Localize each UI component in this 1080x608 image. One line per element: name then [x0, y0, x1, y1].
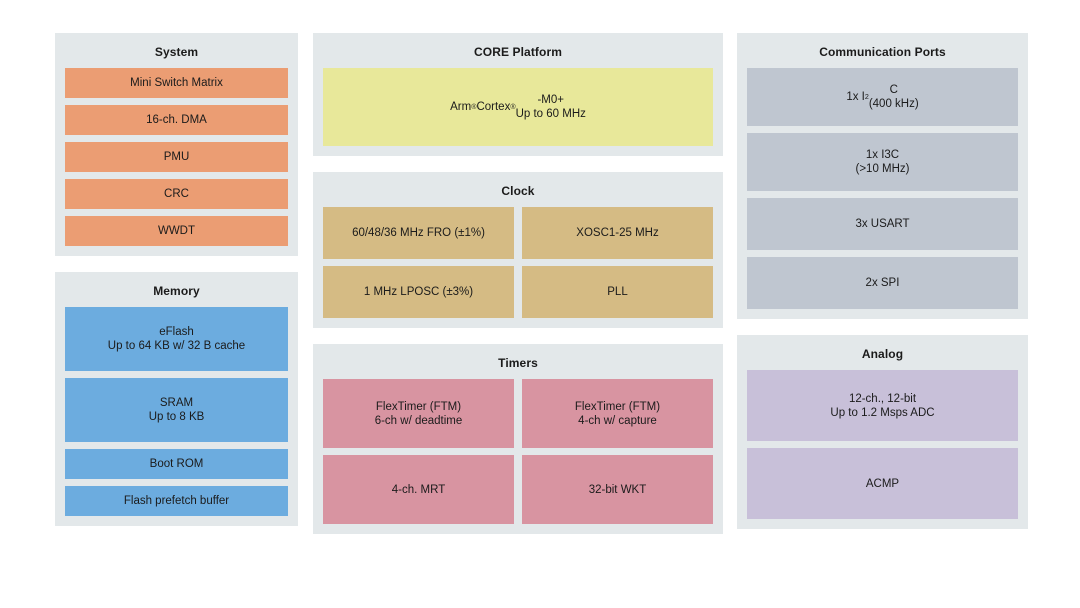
- block-list-core: Arm® Cortex®-M0+Up to 60 MHz: [323, 68, 713, 146]
- block-timers-3: 32-bit WKT: [522, 455, 713, 524]
- block-system-1: 16-ch. DMA: [65, 105, 288, 135]
- panel-title-system: System: [154, 45, 199, 59]
- block-system-4: WWDT: [65, 216, 288, 246]
- block-memory-2: Boot ROM: [65, 449, 288, 479]
- block-comms-3: 2x SPI: [747, 257, 1018, 309]
- panel-title-clock: Clock: [501, 184, 535, 198]
- block-comms-2: 3x USART: [747, 198, 1018, 250]
- panel-title-core: CORE Platform: [474, 45, 562, 59]
- block-core-0: Arm® Cortex®-M0+Up to 60 MHz: [323, 68, 713, 146]
- block-analog-0: 12-ch., 12-bit Up to 1.2 Msps ADC: [747, 370, 1018, 441]
- block-system-2: PMU: [65, 142, 288, 172]
- block-timers-1: FlexTimer (FTM) 4-ch w/ capture: [522, 379, 713, 448]
- block-clock-3: PLL: [522, 266, 713, 318]
- panel-title-memory: Memory: [153, 284, 200, 298]
- panel-title-comms: Communication Ports: [819, 45, 946, 59]
- block-system-3: CRC: [65, 179, 288, 209]
- block-analog-1: ACMP: [747, 448, 1018, 519]
- block-clock-2: 1 MHz LPOSC (±3%): [323, 266, 514, 318]
- block-timers-0: FlexTimer (FTM) 6-ch w/ deadtime: [323, 379, 514, 448]
- block-clock-1: XOSC1-25 MHz: [522, 207, 713, 259]
- block-memory-3: Flash prefetch buffer: [65, 486, 288, 516]
- panel-title-timers: Timers: [498, 356, 538, 370]
- block-list-system: Mini Switch Matrix 16-ch. DMA PMU CRC WWDT: [65, 68, 288, 246]
- block-system-0: Mini Switch Matrix: [65, 68, 288, 98]
- block-comms-1: 1x I3C(>10 MHz): [747, 133, 1018, 191]
- panel-title-analog: Analog: [861, 347, 904, 361]
- block-memory-0: eFlash Up to 64 KB w/ 32 B cache: [65, 307, 288, 371]
- block-memory-1: SRAM Up to 8 KB: [65, 378, 288, 442]
- block-timers-2: 4-ch. MRT: [323, 455, 514, 524]
- block-clock-0: 60/48/36 MHz FRO (±1%): [323, 207, 514, 259]
